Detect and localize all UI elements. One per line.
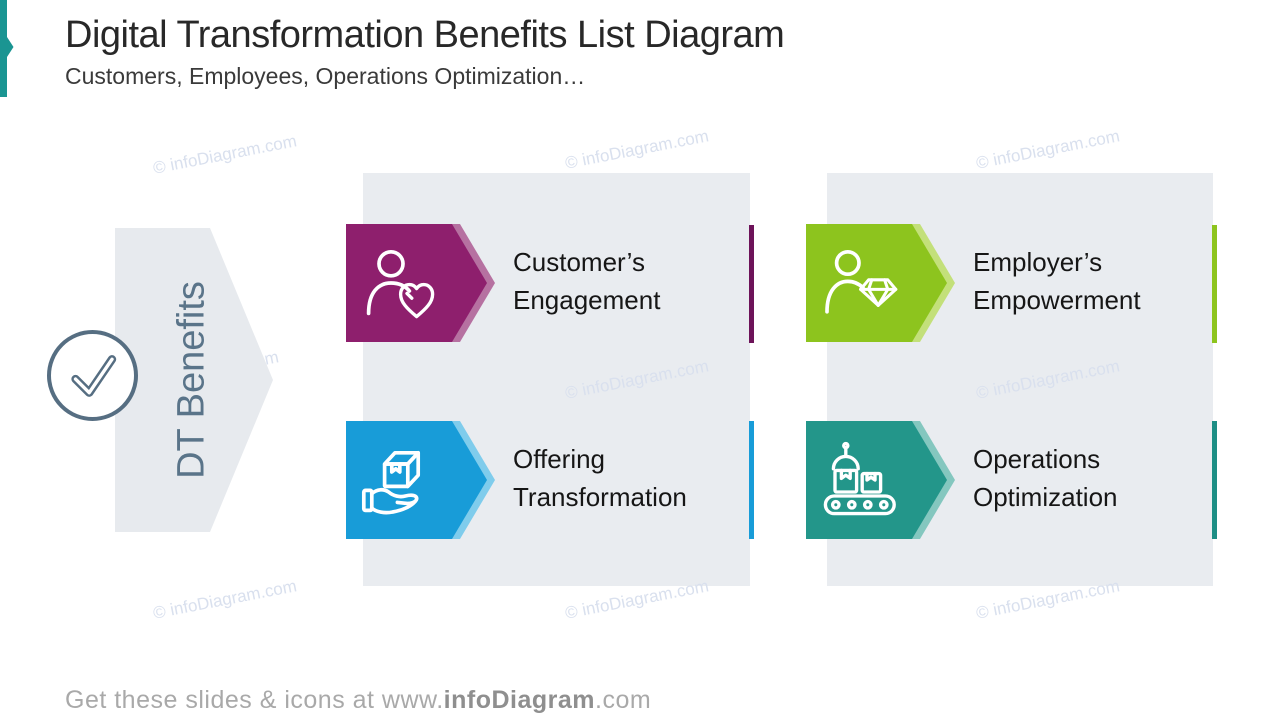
benefit-item-offering-transformation: Offering Transformation <box>346 421 816 539</box>
footer-suffix: .com <box>595 686 652 714</box>
edge-bar-customers <box>749 225 754 343</box>
benefit-label-line1: Employer’s <box>973 247 1103 277</box>
benefit-item-customers-engagement: Customer’s Engagement <box>346 224 816 342</box>
footer-credit: Get these slides & icons at www.infoDiag… <box>65 686 651 715</box>
benefit-label-line1: Customer’s <box>513 247 645 277</box>
arrow-shape <box>346 421 495 539</box>
benefit-label-line2: Optimization <box>973 482 1118 512</box>
hub-chevron <box>115 228 273 532</box>
watermark: © infoDiagram.com <box>151 131 299 178</box>
benefit-label: Offering Transformation <box>513 440 687 516</box>
hub-label: DT Benefits <box>170 281 213 479</box>
edge-bar-offering <box>749 421 754 539</box>
person-heart-icon <box>366 249 435 319</box>
footer-brand: infoDiagram <box>443 686 596 714</box>
check-circle-icon <box>47 330 138 421</box>
benefit-item-employers-empowerment: Employer’s Empowerment <box>806 224 1276 342</box>
watermark: © infoDiagram.com <box>974 126 1122 173</box>
benefit-label-line1: Offering <box>513 444 606 474</box>
person-diamond-icon <box>825 249 898 314</box>
page-title: Digital Transformation Benefits List Dia… <box>65 14 785 56</box>
benefit-label-line2: Engagement <box>513 285 661 315</box>
bookmark-ribbon-icon <box>0 0 14 97</box>
benefit-item-operations-optimization: Operations Optimization <box>806 421 1276 539</box>
hand-box-icon <box>361 450 421 515</box>
watermark: © infoDiagram.com <box>151 576 299 623</box>
benefit-label-line2: Transformation <box>513 482 687 512</box>
benefit-label-line1: Operations <box>973 444 1101 474</box>
conveyor-belt-icon <box>823 441 896 516</box>
page-subtitle: Customers, Employees, Operations Optimiz… <box>65 63 586 89</box>
benefit-label: Customer’s Engagement <box>513 243 660 319</box>
footer-prefix: Get these slides & icons at www. <box>65 686 444 714</box>
watermark: © infoDiagram.com <box>563 126 711 173</box>
benefit-label: Employer’s Empowerment <box>973 243 1141 319</box>
edge-bar-operations <box>1212 421 1217 539</box>
edge-bar-employers <box>1212 225 1217 343</box>
benefit-label-line2: Empowerment <box>973 285 1141 315</box>
benefit-label: Operations Optimization <box>973 440 1118 516</box>
arrow-shape <box>346 224 495 342</box>
